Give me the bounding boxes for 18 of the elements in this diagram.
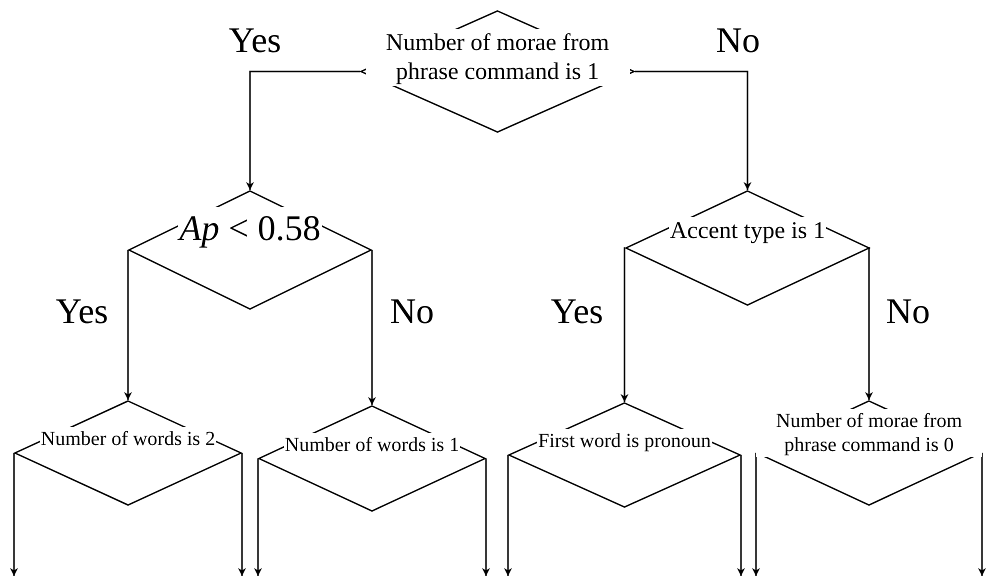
arrow xyxy=(254,458,262,576)
arrow xyxy=(620,247,628,402)
arrow xyxy=(752,453,760,576)
arrow xyxy=(635,70,752,190)
arrow xyxy=(482,458,490,576)
decision-text: Accent type is 1 xyxy=(668,217,826,246)
arrow xyxy=(10,453,18,576)
arrow xyxy=(737,455,745,576)
arrow xyxy=(124,249,132,400)
arrow xyxy=(246,70,360,190)
arrow xyxy=(238,453,246,576)
arrow xyxy=(368,249,376,405)
decision-text: Number of morae from phrase command is 0 xyxy=(756,409,982,458)
arrow xyxy=(865,247,873,400)
decision-text: First word is pronoun xyxy=(537,429,712,454)
arrow xyxy=(504,455,512,576)
decision-text: Ap < 0.58 xyxy=(178,206,322,250)
decision-text: Number of morae from phrase command is 1 xyxy=(366,28,630,86)
